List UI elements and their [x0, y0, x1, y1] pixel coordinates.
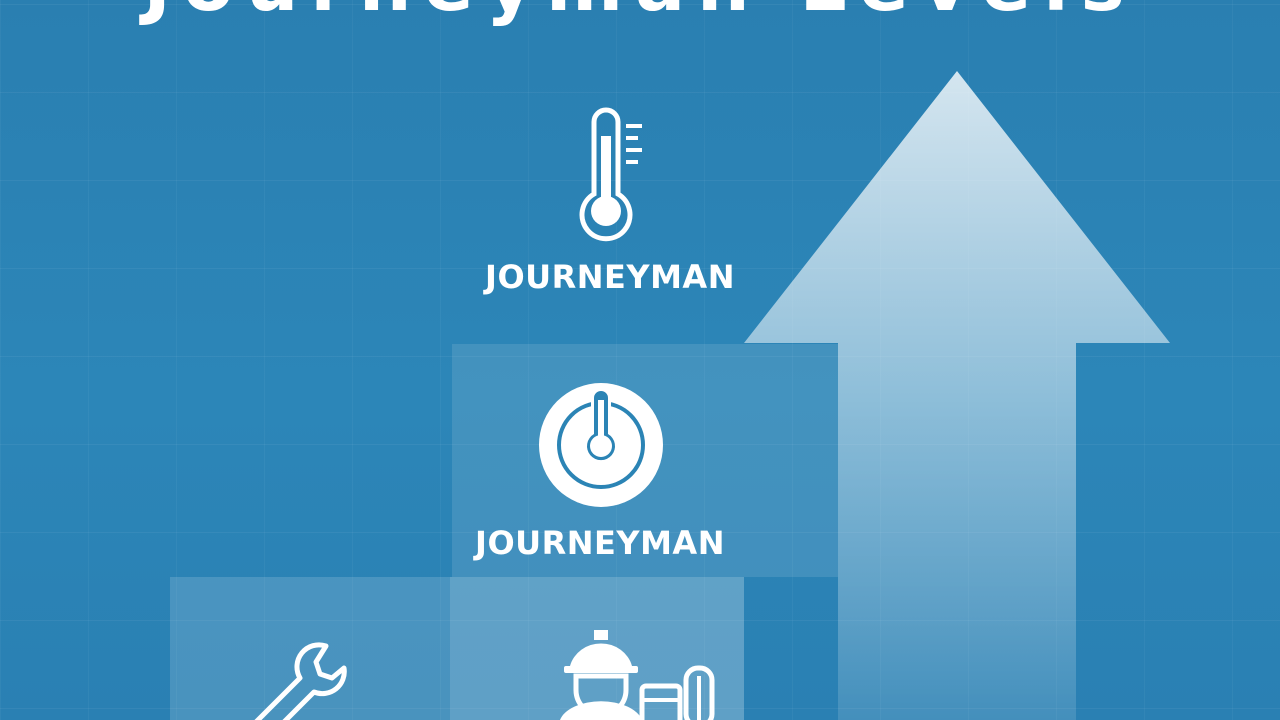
- cropped-title: Journeyman Levels: [0, 0, 1280, 28]
- thermometer-icon: [579, 107, 642, 242]
- level-label-top: JOURNEYMAN: [485, 258, 735, 296]
- power-thermostat-icon: [539, 383, 663, 507]
- worker-with-blueprints-icon: [560, 630, 715, 720]
- wrench-icon: [254, 642, 347, 720]
- level-label-middle: JOURNEYMAN: [475, 524, 725, 562]
